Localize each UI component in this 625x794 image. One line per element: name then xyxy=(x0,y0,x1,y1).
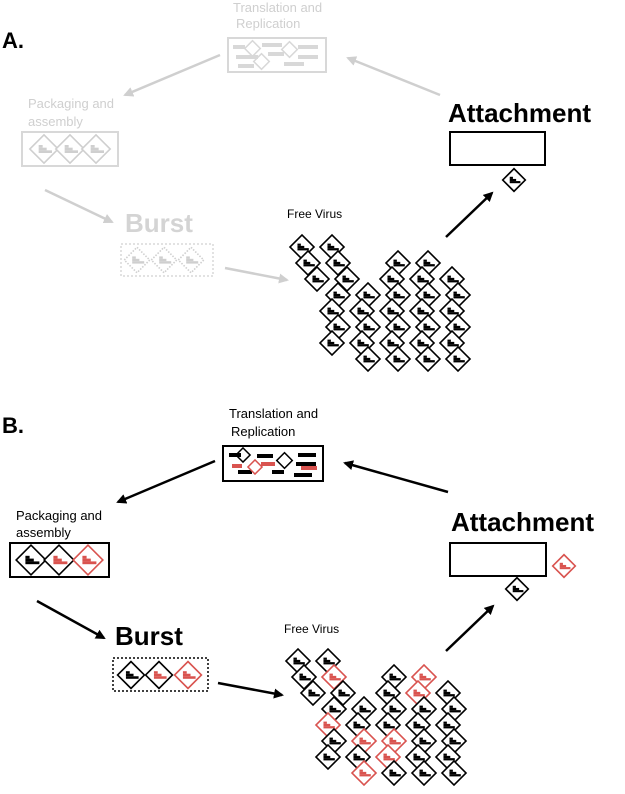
host-cell-b xyxy=(449,542,547,577)
virus-particle-hybrid xyxy=(43,544,75,576)
virus-particle-mutant xyxy=(72,544,104,576)
virus-particle xyxy=(318,329,346,357)
arrow-attachment-to-translation-a xyxy=(346,56,441,97)
free-virus-cluster-b xyxy=(284,647,468,787)
virus-particle xyxy=(299,679,327,707)
arrow-burst-to-free-a xyxy=(224,266,289,284)
arrow-burst-to-free-b xyxy=(217,681,284,699)
attachment-label: Attachment xyxy=(451,507,594,537)
virus-particle xyxy=(28,133,60,165)
free-virus-label: Free Virus xyxy=(287,207,342,221)
packaging-box-b xyxy=(9,542,110,578)
arrow-packaging-to-burst-b xyxy=(36,599,106,640)
virus-particle xyxy=(314,743,342,771)
burst-label: Burst xyxy=(115,621,183,651)
attached-viruses-b xyxy=(504,553,577,602)
virus-particle xyxy=(504,576,530,602)
virus-particle-mutant xyxy=(350,759,378,787)
panel-a-label: A. xyxy=(2,28,24,53)
translation-label-line2: Replication xyxy=(231,424,295,439)
packaging-label-line1: Packaging and xyxy=(16,508,102,523)
virus-particle xyxy=(80,133,112,165)
translation-box-a xyxy=(227,37,327,73)
virus-particle xyxy=(54,133,86,165)
packaging-label-line1: Packaging and xyxy=(28,96,114,111)
host-cell-a xyxy=(449,131,546,166)
arrow-attachment-to-translation-b xyxy=(343,460,449,494)
virus-particle xyxy=(410,759,438,787)
virus-particle xyxy=(414,345,442,373)
burst-label: Burst xyxy=(125,208,193,238)
arrow-translation-to-packaging-a xyxy=(123,53,221,97)
arrow-free-to-attachment-a xyxy=(445,191,494,238)
virus-particle xyxy=(123,246,151,274)
free-virus-label: Free Virus xyxy=(284,622,339,636)
virus-particle-mutant xyxy=(551,553,577,579)
packaging-label-line2: assembly xyxy=(28,114,83,129)
packaging-box-a xyxy=(21,131,119,167)
virus-particle xyxy=(15,544,47,576)
virus-particle xyxy=(354,345,382,373)
packaging-label-line2: assembly xyxy=(16,525,71,540)
virus-particle xyxy=(303,265,331,293)
burst-box-a xyxy=(120,243,214,277)
translation-box-b xyxy=(222,445,324,482)
virus-particle xyxy=(177,246,205,274)
translation-label-line1: Translation and xyxy=(233,0,322,15)
virus-particle xyxy=(501,167,527,193)
burst-box-b xyxy=(112,657,209,692)
arrow-free-to-attachment-b xyxy=(445,604,495,652)
virus-particle-mutant xyxy=(173,660,203,690)
translation-label-line2: Replication xyxy=(236,16,300,31)
attached-virus-a xyxy=(501,167,527,193)
panel-b: B. Translation and Replication Packaging… xyxy=(2,406,594,787)
virus-particle xyxy=(380,759,408,787)
virus-particle xyxy=(440,759,468,787)
virus-particle-hybrid xyxy=(144,660,174,690)
virus-particle xyxy=(444,345,472,373)
translation-label-line1: Translation and xyxy=(229,406,318,421)
panel-b-label: B. xyxy=(2,413,24,438)
virus-particle xyxy=(384,345,412,373)
arrow-translation-to-packaging-b xyxy=(116,459,216,504)
arrow-packaging-to-burst-a xyxy=(44,188,114,224)
virus-particle xyxy=(116,660,146,690)
virus-particle xyxy=(150,246,178,274)
attachment-label: Attachment xyxy=(448,98,591,128)
free-virus-cluster-a xyxy=(288,233,472,373)
panel-a: A. Translation and Replication Packaging… xyxy=(2,0,591,373)
